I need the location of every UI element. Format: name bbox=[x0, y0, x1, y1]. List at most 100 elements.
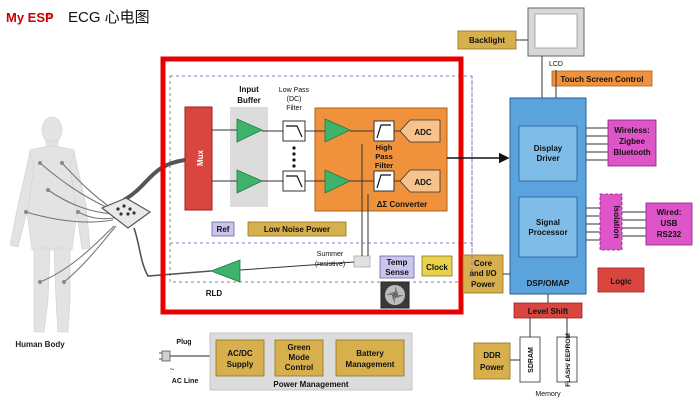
level-shift-block bbox=[513, 302, 583, 319]
wired-label-1: Wired: bbox=[657, 208, 682, 217]
battery-label-2: Management bbox=[346, 360, 395, 369]
clock-block bbox=[421, 255, 453, 277]
electrode-connector-icon bbox=[100, 197, 152, 229]
ref-label: Ref bbox=[217, 225, 230, 234]
core-io-power-label-1: Core bbox=[474, 259, 493, 268]
input-buffer-label-2: Buffer bbox=[237, 96, 261, 105]
acdc-supply-block bbox=[215, 339, 265, 377]
brand-logo: My ESP bbox=[6, 10, 54, 25]
adc-label-1: ADC bbox=[414, 128, 432, 137]
display-driver-block bbox=[518, 125, 578, 182]
input-buffer-label-1: Input bbox=[239, 85, 259, 94]
lowpass-curve-2 bbox=[286, 175, 303, 188]
plug-icon bbox=[159, 350, 210, 362]
lcd-screen-inner bbox=[534, 13, 578, 49]
mux-label: Mux bbox=[196, 149, 205, 166]
lowpass-curve-1 bbox=[286, 125, 303, 138]
green-mode-label-2: Mode bbox=[289, 353, 310, 362]
lowpass-label-1: Low Pass bbox=[279, 87, 310, 94]
wireless-label-2: Zigbee bbox=[619, 137, 645, 146]
backlight-label: Backlight bbox=[469, 36, 505, 45]
wired-label-2: USB bbox=[661, 219, 678, 228]
logic-label: Logic bbox=[610, 277, 632, 286]
pga-amp-1 bbox=[324, 118, 351, 143]
core-io-power-label-2: and I/O bbox=[469, 269, 496, 278]
input-buffer-panel bbox=[230, 107, 268, 207]
green-mode-label-1: Green bbox=[287, 343, 310, 352]
ddr-power-label-1: DDR bbox=[483, 351, 501, 360]
display-driver-label-1: Display bbox=[534, 144, 563, 153]
core-io-power-block bbox=[462, 254, 504, 294]
ac-line-symbol: ~ bbox=[170, 365, 175, 374]
level-shift-label: Level Shift bbox=[528, 307, 569, 316]
ref-block bbox=[211, 221, 235, 237]
clock-label: Clock bbox=[426, 263, 448, 272]
lowpass-filter-1 bbox=[282, 120, 306, 142]
ac-line-label: AC Line bbox=[172, 378, 199, 385]
touch-screen-control-label: Touch Screen Control bbox=[561, 75, 644, 84]
ddr-power-block bbox=[473, 342, 511, 380]
temp-sense-label-2: Sense bbox=[385, 268, 409, 277]
rld-feedback-wire bbox=[133, 227, 212, 277]
highpass-label-1: High bbox=[376, 143, 393, 152]
green-mode-label-3: Control bbox=[285, 363, 313, 372]
memory-label: Memory bbox=[535, 391, 561, 398]
rld-label: RLD bbox=[206, 289, 223, 298]
pga-amp-2 bbox=[324, 169, 351, 194]
ddr-power-label-2: Power bbox=[480, 363, 504, 372]
isolation-label: Isolation bbox=[612, 206, 621, 239]
sdram-block bbox=[519, 336, 541, 383]
ellipsis-dots bbox=[292, 146, 296, 168]
plug-label: Plug bbox=[176, 339, 191, 346]
wired-label-3: RS232 bbox=[657, 230, 682, 239]
electrode-dots bbox=[24, 161, 80, 284]
wireless-label-1: Wireless: bbox=[614, 126, 650, 135]
signal-processor-label-2: Processor bbox=[528, 228, 567, 237]
page-title: ECG 心电图 bbox=[68, 9, 150, 26]
brand-registered-mark: ® bbox=[46, 12, 52, 20]
mux-block bbox=[184, 106, 213, 211]
lcd-label: LCD bbox=[549, 61, 563, 68]
core-io-power-label-3: Power bbox=[471, 280, 495, 289]
converter-label: ΔΣ Converter bbox=[377, 200, 428, 209]
summer-label-2: (resistive) bbox=[315, 261, 345, 268]
wireless-block bbox=[607, 119, 657, 167]
touch-screen-control-block bbox=[551, 70, 653, 87]
afe-highlight-box bbox=[160, 56, 464, 315]
highpass-curve-2 bbox=[376, 174, 391, 189]
highpass-label-2: Pass bbox=[375, 152, 393, 161]
battery-label-1: Battery bbox=[356, 349, 384, 358]
lowpass-label-2: (DC) bbox=[287, 96, 302, 103]
wire-summer-rld bbox=[239, 261, 355, 271]
temp-sense-label-1: Temp bbox=[387, 258, 408, 267]
battery-management-block bbox=[335, 339, 405, 377]
summer-label-1: Summer bbox=[317, 251, 344, 258]
low-noise-power-block bbox=[247, 221, 347, 237]
signal-processor-label-1: Signal bbox=[536, 218, 560, 227]
adc-label-2: ADC bbox=[414, 178, 432, 187]
green-mode-control-block bbox=[274, 339, 324, 377]
adc-block-2 bbox=[399, 169, 441, 193]
temp-sense-block bbox=[379, 255, 415, 279]
wireless-label-3: Bluetooth bbox=[613, 148, 650, 157]
low-noise-power-label: Low Noise Power bbox=[264, 225, 330, 234]
human-body-label: Human Body bbox=[15, 340, 65, 349]
power-management-label: Power Management bbox=[273, 380, 348, 389]
fan-icon bbox=[380, 281, 410, 309]
acdc-label-2: Supply bbox=[227, 360, 254, 369]
highpass-curve-1 bbox=[376, 124, 391, 139]
wired-block bbox=[645, 202, 693, 246]
display-driver-label-2: Driver bbox=[536, 154, 559, 163]
signal-processor-block bbox=[518, 196, 578, 258]
flash-eeprom-label: FLASH/ EEPROM bbox=[565, 333, 572, 386]
acdc-label-1: AC/DC bbox=[227, 349, 253, 358]
lowpass-label-3: Filter bbox=[286, 105, 302, 112]
summer-block bbox=[353, 255, 371, 268]
flash-eeprom-block bbox=[556, 336, 578, 383]
logic-block bbox=[597, 267, 645, 293]
connector-pins bbox=[116, 204, 136, 216]
sdram-label: SDRAM bbox=[528, 347, 535, 373]
isolation-block bbox=[599, 193, 623, 251]
human-body-figure bbox=[9, 116, 91, 333]
